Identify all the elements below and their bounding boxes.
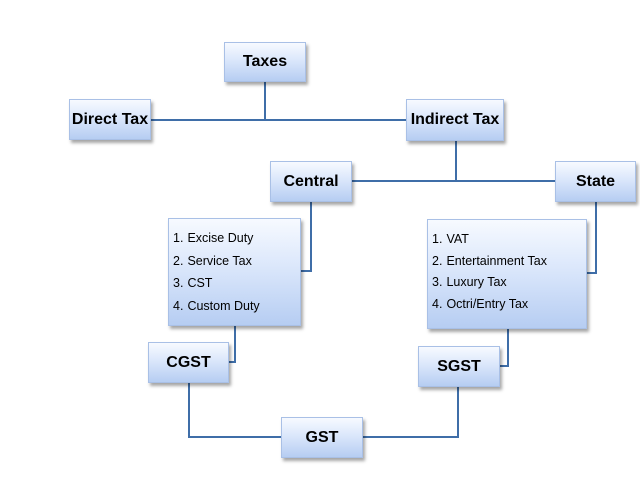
node-sgst-label: SGST <box>437 357 481 375</box>
node-central-label: Central <box>283 172 339 190</box>
node-direct-tax-label: Direct Tax <box>71 110 149 128</box>
central-taxes-items: 1.Excise Duty 2.Service Tax 3.CST 4.Cust… <box>173 227 296 317</box>
node-gst: GST <box>281 417 363 458</box>
node-cgst: CGST <box>148 342 229 383</box>
node-taxes-label: Taxes <box>242 53 288 70</box>
node-state-label: State <box>575 172 616 190</box>
connector-sgst-to-gst <box>362 386 459 438</box>
list-item: 1.Excise Duty <box>173 227 296 250</box>
list-item-number: 1. <box>173 231 184 245</box>
central-taxes-list: 1.Excise Duty 2.Service Tax 3.CST 4.Cust… <box>168 218 301 326</box>
list-item-number: 2. <box>173 253 184 268</box>
node-gst-label: GST <box>305 428 339 446</box>
list-item-number: 3. <box>173 276 184 290</box>
connector-state-to-list <box>586 201 597 274</box>
list-item-number: 2. <box>432 253 443 268</box>
list-item: 3.Luxury Tax <box>432 271 582 293</box>
connector-central-to-list <box>300 201 312 272</box>
list-item-text: Luxury Tax <box>446 275 507 289</box>
list-item-number: 4. <box>173 298 184 313</box>
connector-cgst-to-gst <box>188 381 281 438</box>
node-state: State <box>555 161 636 202</box>
node-taxes: Taxes <box>224 42 306 82</box>
node-central: Central <box>270 161 352 202</box>
node-cgst-label: CGST <box>166 353 211 371</box>
list-item: 3.CST <box>173 272 296 295</box>
list-item-number: 1. <box>432 232 443 246</box>
node-indirect-tax: Indirect Tax <box>406 99 504 141</box>
list-item: 2.Service Tax <box>173 250 296 273</box>
state-taxes-items: 1.VAT 2.Entertainment Tax 3.Luxury Tax 4… <box>432 228 582 314</box>
list-item: 1.VAT <box>432 228 582 250</box>
list-item-number: 3. <box>432 275 443 289</box>
node-direct-tax: Direct Tax <box>69 99 151 140</box>
list-item-text: VAT <box>446 232 469 246</box>
list-item: 4.Custom Duty <box>173 295 296 318</box>
node-indirect-tax-label: Indirect Tax <box>410 111 500 128</box>
state-taxes-list: 1.VAT 2.Entertainment Tax 3.Luxury Tax 4… <box>427 219 587 329</box>
list-item-text: Octri/Entry Tax <box>446 296 529 311</box>
connector-central-list-to-cgst <box>228 325 236 363</box>
list-item-text: Entertainment Tax <box>446 253 547 268</box>
connector-state-list-to-sgst <box>499 328 509 367</box>
list-item: 2.Entertainment Tax <box>432 250 582 272</box>
list-item-number: 4. <box>432 296 443 311</box>
list-item-text: Excise Duty <box>187 231 254 245</box>
list-item-text: Custom Duty <box>187 298 260 313</box>
list-item: 4.Octri/Entry Tax <box>432 293 582 315</box>
list-item-text: CST <box>187 276 213 290</box>
list-item-text: Service Tax <box>187 253 252 268</box>
node-sgst: SGST <box>418 346 500 387</box>
